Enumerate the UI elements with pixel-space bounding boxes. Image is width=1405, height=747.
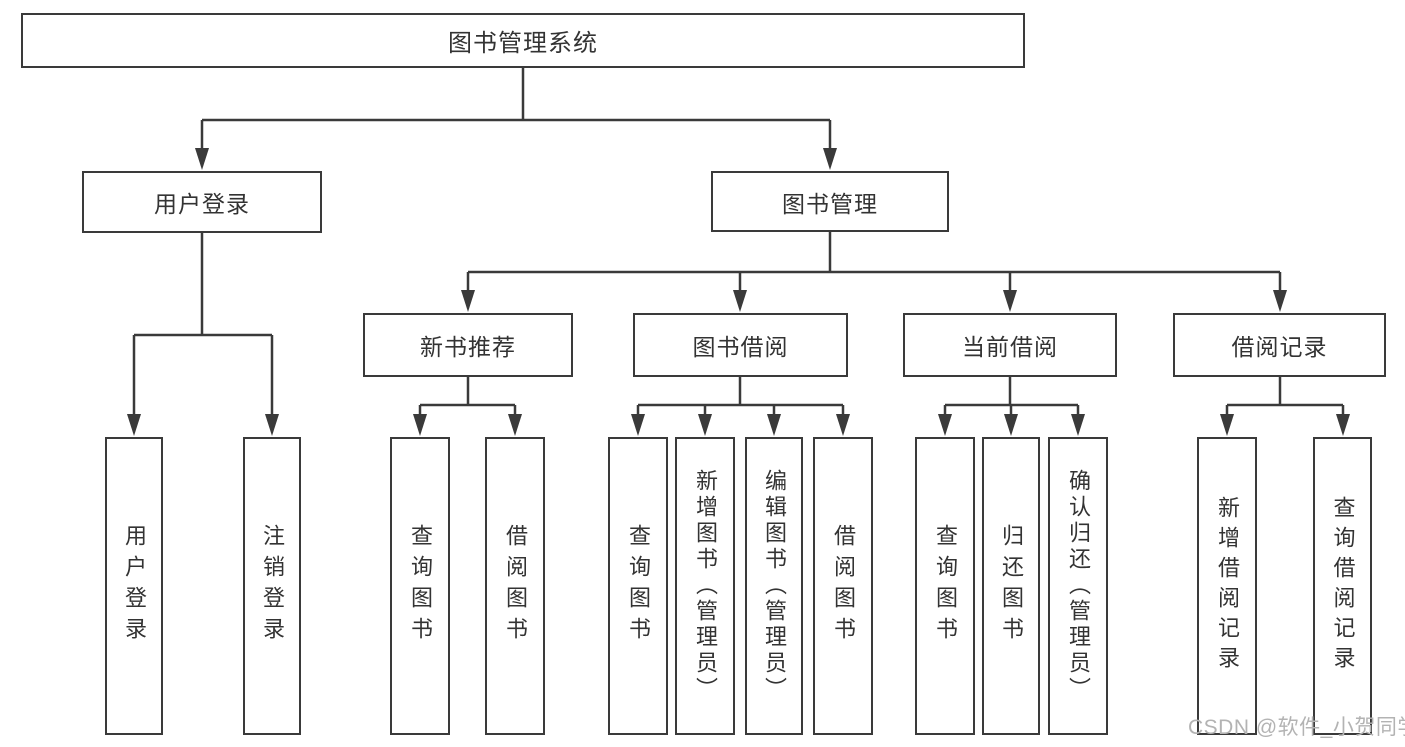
leaf-add-borrow-record-label: 新增借阅记录 [1215,496,1240,676]
node-new-book-recommend-label: 新书推荐 [420,334,516,360]
connector-book-borrow-children [631,377,850,436]
leaf-borrow-books: 借阅图书 [813,437,873,735]
leaf-add-books-admin-label: 新增图书（管理员） [693,469,718,703]
node-current-borrow: 当前借阅 [903,313,1117,377]
leaf-borrow-books-label: 借阅图书 [831,524,856,648]
leaf-borrow-books-recommend-label: 借阅图书 [503,524,528,648]
node-root-label: 图书管理系统 [448,30,598,57]
leaf-add-borrow-record: 新增借阅记录 [1197,437,1257,735]
leaf-query-books-recommend-label: 查询图书 [408,524,433,648]
leaf-user-login-label: 用户登录 [122,524,147,648]
leaf-user-login: 用户登录 [105,437,163,735]
node-current-borrow-label: 当前借阅 [962,334,1058,360]
node-new-book-recommend: 新书推荐 [363,313,573,377]
leaf-edit-books-admin: 编辑图书（管理员） [745,437,803,735]
leaf-edit-books-admin-label: 编辑图书（管理员） [762,469,787,703]
leaf-query-borrow-record-label: 查询借阅记录 [1330,496,1356,676]
leaf-logout-label: 注销登录 [260,524,285,648]
connector-current-borrow-children [938,377,1085,436]
leaf-query-books-current-label: 查询图书 [933,524,958,648]
node-user-login-label: 用户登录 [154,191,250,217]
leaf-confirm-return-admin: 确认归还（管理员） [1048,437,1108,735]
watermark: CSDN @软件_小贺同学 [1188,716,1405,739]
leaf-borrow-books-recommend: 借阅图书 [485,437,545,735]
node-user-login: 用户登录 [82,171,322,233]
node-borrow-records: 借阅记录 [1173,313,1386,377]
leaf-query-books-borrow-label: 查询图书 [626,524,651,648]
leaf-confirm-return-admin-label: 确认归还（管理员） [1066,469,1091,703]
node-book-borrow: 图书借阅 [633,313,848,377]
node-borrow-records-label: 借阅记录 [1231,334,1328,360]
leaf-add-books-admin: 新增图书（管理员） [675,437,735,735]
connector-user-login-children [127,233,279,436]
leaf-return-books: 归还图书 [982,437,1040,735]
connector-book-management-to-level3 [461,232,1287,312]
connector-new-book-recommend-children [413,377,522,436]
leaf-query-books-recommend: 查询图书 [390,437,450,735]
node-book-management: 图书管理 [711,171,949,232]
node-root: 图书管理系统 [21,13,1025,68]
leaf-return-books-label: 归还图书 [999,524,1024,648]
node-book-borrow-label: 图书借阅 [692,334,789,360]
connector-borrow-records-children [1220,377,1350,436]
node-book-management-label: 图书管理 [782,190,878,217]
leaf-logout: 注销登录 [243,437,301,735]
connector-root-to-level2 [195,68,837,170]
leaf-query-books-borrow: 查询图书 [608,437,668,735]
leaf-query-books-current: 查询图书 [915,437,975,735]
leaf-query-borrow-record: 查询借阅记录 [1313,437,1372,735]
